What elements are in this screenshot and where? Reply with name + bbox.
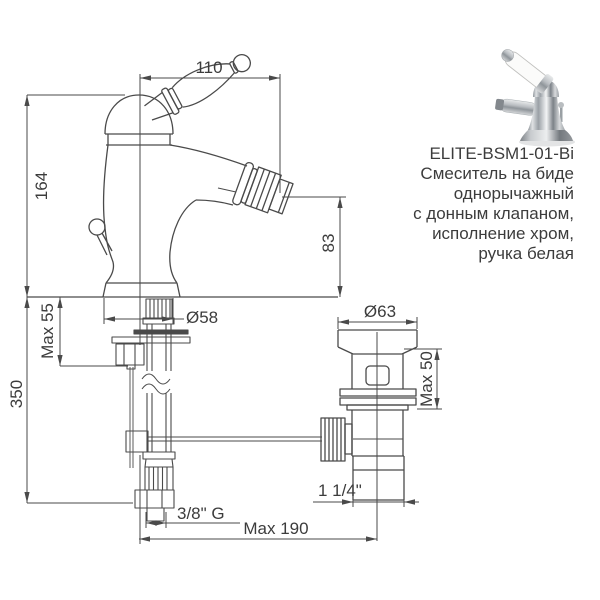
photo-spout: [495, 98, 537, 116]
photo-body: [528, 95, 565, 130]
dim-drain-deck-max: Max 50: [417, 351, 436, 407]
dim-drain-flange-diameter: Ø63: [364, 302, 396, 321]
product-code: ELITE-BSM1-01-Bi: [429, 144, 574, 163]
faucet-spout-underside: [195, 199, 234, 206]
product-description-line-5: ручка белая: [478, 244, 574, 263]
dim-base-diameter: Ø58: [186, 308, 218, 327]
pop-up-pull-rod: [129, 367, 134, 468]
product-info: ELITE-BSM1-01-Bi Смеситель на биде однор…: [413, 144, 574, 264]
photo-white-handle: [501, 49, 554, 94]
spout-aerator: [232, 161, 294, 215]
supply-hose-assembly: [111, 298, 322, 522]
product-photo: [495, 49, 575, 147]
dimension-lines: [24, 74, 442, 542]
dim-drain-outlet-thread: 1 1/4": [318, 481, 362, 500]
dimension-labels: 110 164 350 Max 55 83 Ø58 Ø63 Max 50 3/8…: [7, 58, 436, 538]
drain-overflow-hole: [365, 365, 390, 386]
faucet-dome: [104, 94, 174, 135]
faucet-body-right-edge: [169, 199, 197, 284]
hose-hex-nut: [134, 489, 175, 509]
product-description-line-3: с донным клапаном,: [413, 204, 574, 223]
linkage-clamp: [125, 430, 149, 453]
faucet-body-left-edge: [102, 144, 115, 284]
faucet-front-view: [88, 54, 294, 544]
faucet-body-top-edge: [169, 144, 248, 167]
dim-spout-height: 83: [319, 234, 338, 253]
dim-supply-thread: 3/8" G: [177, 504, 225, 523]
horizontal-linkage-rod: [148, 436, 322, 442]
drain-tailpiece: [352, 455, 405, 501]
dim-body-height: 164: [32, 172, 51, 200]
pop-up-knob: [88, 218, 113, 256]
product-description-line-2: однорычажный: [453, 184, 574, 203]
mounting-washer: [133, 329, 189, 335]
product-description-line-4: исполнение хром,: [432, 224, 574, 243]
faucet-base-plinth: [102, 282, 181, 298]
mounting-nut: [115, 343, 145, 366]
drain-flange: [337, 329, 418, 355]
dim-deck-max: Max 55: [38, 303, 57, 359]
photo-base: [520, 130, 573, 141]
dim-hose-length: 350: [7, 380, 26, 408]
pipe-break-symbol: [141, 373, 171, 395]
dim-drain-offset-max: Max 190: [243, 519, 308, 538]
dim-spout-reach: 110: [195, 58, 222, 77]
handle-ball-tip: [232, 54, 251, 73]
pop-up-drain-assembly: [320, 329, 418, 541]
product-description-line-1: Смеситель на биде: [420, 164, 574, 183]
